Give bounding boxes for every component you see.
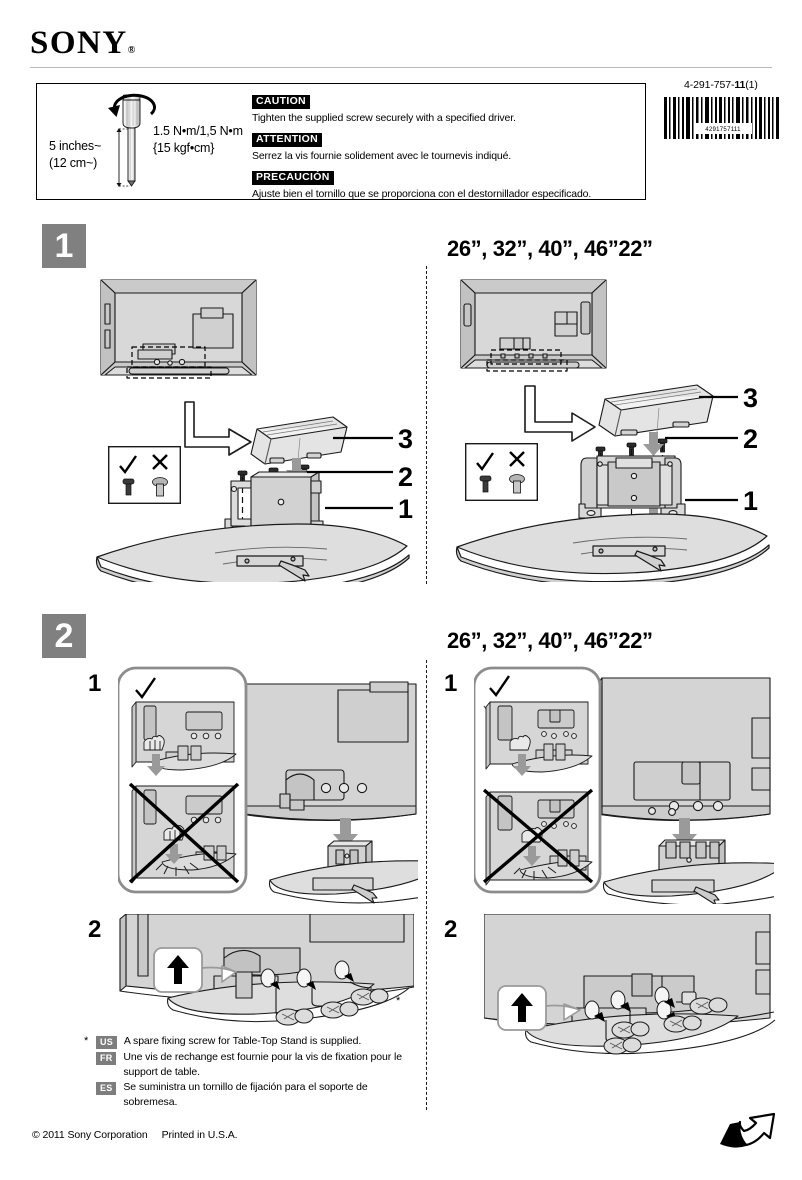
step2-right-substep-2: 2 (444, 916, 458, 943)
warning-tag-precaucion: PRECAUCIÓN (252, 171, 334, 185)
check-icon (119, 455, 137, 474)
driver-length-line1: 5 inches~ (49, 139, 102, 153)
warning-precaucion: PRECAUCIÓN Ajuste bien el tornillo que s… (252, 167, 642, 201)
step2-right-substep-1: 1 (444, 670, 458, 697)
footnote-row-us: * US A spare fixing screw for Table-Top … (84, 1034, 414, 1049)
warning-tag-attention: ATTENTION (252, 133, 322, 147)
torque-spec-label: 1.5 N•m/1,5 N•m {15 kgf•cm} (153, 123, 243, 157)
footnote-asterisk: * (84, 1035, 89, 1047)
down-arrow-icon (523, 846, 541, 866)
footnote-block: * US A spare fixing screw for Table-Top … (84, 1034, 414, 1110)
cross-icon (509, 451, 525, 467)
step2-column-divider (426, 660, 427, 1110)
driver-length-line2: (12 cm~) (49, 156, 98, 170)
cross-icon (482, 788, 594, 884)
check-icon (476, 452, 494, 471)
step2-left-substep1-diagram (116, 666, 495, 904)
step1-column-divider (426, 266, 427, 584)
down-arrow-icon (165, 844, 183, 864)
right-arrow-icon (524, 385, 596, 442)
warning-caution: CAUTION Tighten the supplied screw secur… (252, 91, 642, 125)
check-icon (135, 677, 156, 699)
step2-size-title: 26”, 32”, 40”, 46”22” (447, 628, 653, 653)
step1-right-callout-2: 2 (743, 424, 759, 454)
step1-left-screw-compare (107, 445, 181, 504)
warning-attention: ATTENTION Serrez la vis fournie solideme… (252, 129, 642, 163)
check-icon (489, 675, 510, 697)
lang-badge-fr: FR (96, 1052, 117, 1065)
footnote-text-es: Se suministra un tornillo de fijación pa… (123, 1081, 368, 1108)
part-number-revision: 11 (734, 79, 746, 91)
down-arrow-icon (513, 754, 531, 776)
warning-text-caution: Tighten the supplied screw securely with… (252, 112, 516, 124)
warning-text-precaucion: Ajuste bien el tornillo que se proporcio… (252, 188, 592, 200)
turn-page-arrow-icon (718, 1100, 776, 1152)
up-arrow-icon (511, 993, 533, 1022)
footnote-row-fr: FR Une vis de rechange est fournie pour … (84, 1050, 414, 1079)
part-number-prefix: 4-291-757- (684, 79, 735, 91)
part-number-suffix: (1) (745, 79, 758, 91)
warning-text-attention: Serrez la vis fournie solidement avec le… (252, 150, 512, 162)
screwdriver-diagram: 5 inches~ (12 cm~) 1.5 N•m/1,5 N•m {15 k… (45, 88, 250, 196)
up-arrow-icon (167, 955, 189, 984)
copyright-text: © 2011 Sony Corporation (32, 1129, 148, 1141)
step1-right-callout-1: 1 (743, 486, 759, 516)
step2-right-substep2-diagram (483, 913, 780, 1056)
step-badge-2: 2 (42, 614, 86, 658)
sony-logo: SONY® (30, 27, 135, 60)
header-divider (30, 67, 772, 68)
step2-left-substep-2: 2 (88, 916, 102, 943)
warning-list: CAUTION Tighten the supplied screw secur… (252, 91, 642, 205)
part-number: 4-291-757-11(1) (684, 79, 758, 91)
lang-badge-us: US (96, 1036, 117, 1049)
svg-text:*: * (396, 995, 401, 1007)
step1-left-callout-2: 2 (398, 462, 414, 492)
step2-right-substep1-diagram (472, 666, 802, 906)
barcode-icon (664, 97, 782, 139)
driver-length-label: 5 inches~ (12 cm~) (49, 138, 101, 172)
registered-trademark-icon: ® (127, 45, 136, 56)
barcode-number: 4291757111 (705, 127, 741, 133)
torque-line2: {15 kgf•cm} (153, 141, 215, 155)
right-arrow-icon (184, 401, 252, 456)
copyright-line: © 2011 Sony Corporation Printed in U.S.A. (32, 1129, 238, 1141)
screw-direction-arrows (270, 973, 354, 990)
torque-line1: 1.5 N•m/1,5 N•m (153, 124, 243, 138)
print-location: Printed in U.S.A. (161, 1129, 238, 1141)
cross-icon (128, 782, 240, 884)
step-badge-1: 1 (42, 224, 86, 268)
step1-left-callout-1: 1 (398, 494, 414, 524)
cross-icon (152, 454, 168, 470)
footnote-text-fr: Une vis de rechange est fournie pour la … (123, 1051, 402, 1078)
step2-left-substep-1: 1 (88, 670, 102, 697)
footnote-row-es: ES Se suministra un tornillo de fijación… (84, 1080, 414, 1109)
caution-box: 5 inches~ (12 cm~) 1.5 N•m/1,5 N•m {15 k… (36, 83, 646, 200)
brand-name: SONY (30, 25, 128, 61)
step1-right-diagram: 3 2 1 (445, 272, 780, 587)
step1-size-title: 26”, 32”, 40”, 46”22” (447, 236, 653, 261)
footnote-text-us: A spare fixing screw for Table-Top Stand… (123, 1035, 362, 1047)
step1-left-callout-3: 3 (398, 424, 414, 454)
warning-tag-caution: CAUTION (252, 95, 310, 109)
down-arrow-icon (147, 754, 165, 776)
step2-left-substep2-diagram: * (118, 913, 415, 1032)
step1-right-callout-3: 3 (743, 383, 759, 413)
step1-right-screw-compare (464, 442, 538, 501)
step1-left-diagram: 3 2 1 (85, 272, 420, 597)
lang-badge-es: ES (96, 1082, 117, 1095)
